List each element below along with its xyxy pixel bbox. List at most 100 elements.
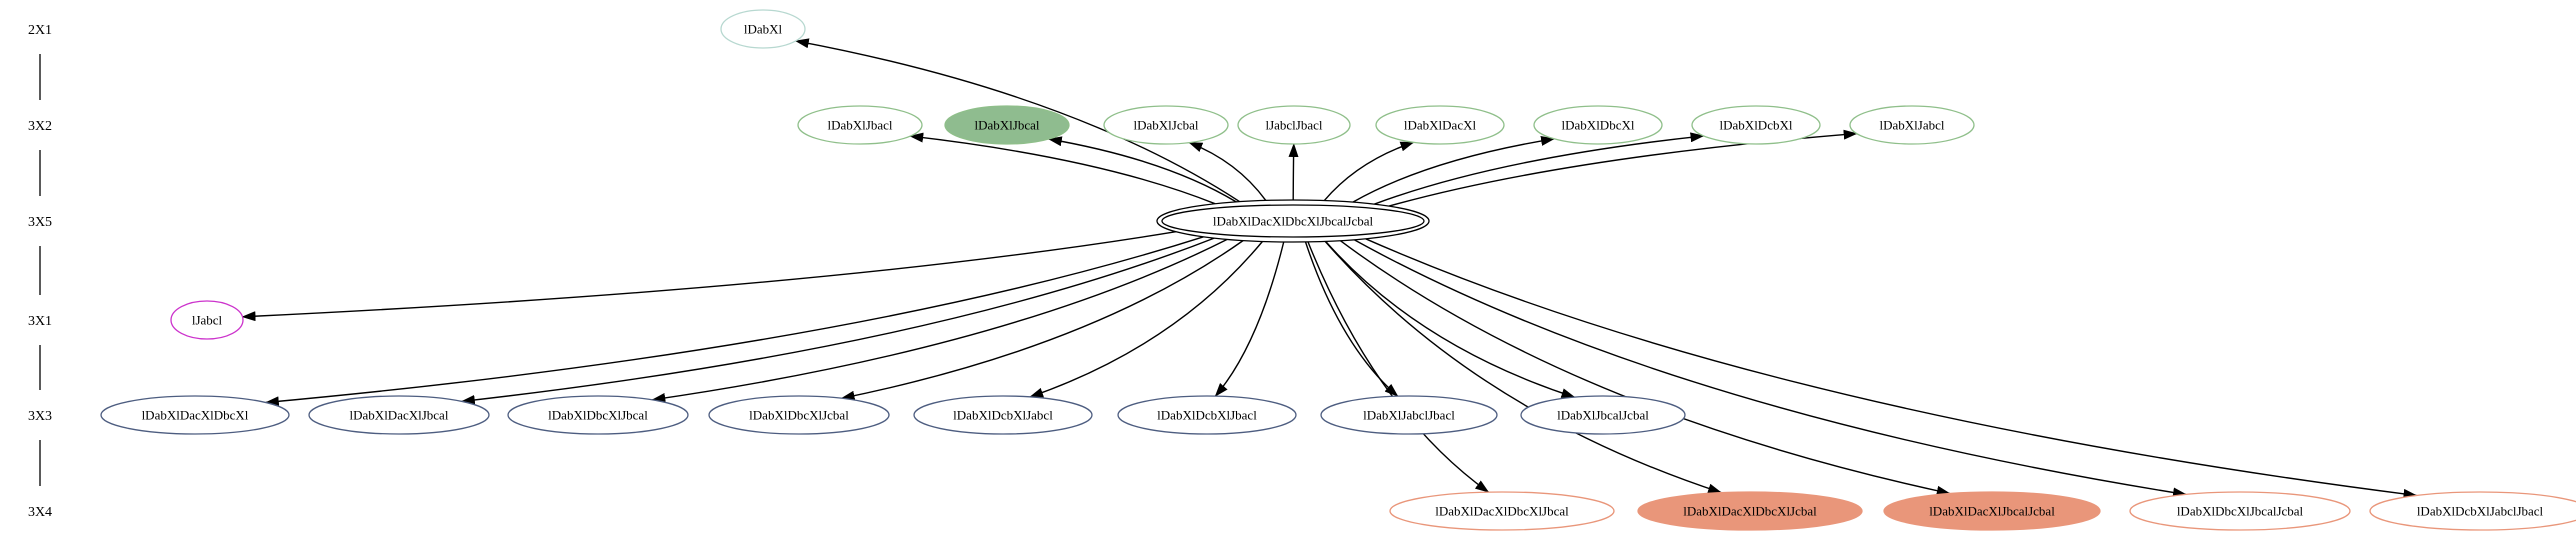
node-label: lDabXlDacXlDbcXlJbcal: [1435, 504, 1569, 519]
edge-n_center-to-n_r1_5: [1352, 135, 1556, 203]
node-shape: [1117, 395, 1297, 435]
node-n_r4_3[interactable]: lDabXlDbcXlJcbal: [708, 395, 890, 435]
node-shape: [1849, 105, 1975, 145]
edge-n_center-to-n_r1_0: [909, 132, 1216, 205]
node-shape: [1389, 491, 1615, 531]
node-n_r3_0[interactable]: lJabcl: [170, 300, 244, 340]
node-shape: [1375, 105, 1505, 145]
edge-n_center-to-n_r1_6: [1373, 132, 1705, 205]
node-shape: [1156, 199, 1430, 243]
node-shape: [944, 105, 1070, 145]
node-n_r1_1[interactable]: lDabXlJbcal: [944, 105, 1070, 145]
edge-n_center-to-n_r4_4: [1029, 241, 1263, 398]
node-n_r1_4[interactable]: lDabXlDacXl: [1375, 105, 1505, 145]
rank-label-3X5: 3X5: [28, 215, 52, 230]
node-n_r1_0[interactable]: lDabXlJbacl: [797, 105, 923, 145]
edge-n_center-to-n_r1_4: [1323, 141, 1415, 202]
node-label: lDabXlDcbXl: [1720, 118, 1793, 133]
node-n_r4_7[interactable]: lDabXlJbcalJcbal: [1520, 395, 1686, 435]
node-n_r1_6[interactable]: lDabXlDcbXl: [1691, 105, 1821, 145]
edge-n_center-to-n_r4_2: [651, 238, 1228, 403]
edge-n_center-to-n_r3_0: [241, 231, 1177, 322]
node-n_r1_5[interactable]: lDabXlDbcXl: [1533, 105, 1663, 145]
node-label: lDabXlDacXl: [1404, 118, 1477, 133]
edge-n_center-to-n_r1_2: [1188, 141, 1267, 201]
node-shape: [1533, 105, 1663, 145]
rank-label-3X3: 3X3: [28, 409, 52, 424]
edge-n_center-to-n_r1_3: [1288, 143, 1299, 201]
node-n_r5_0[interactable]: lDabXlDacXlDbcXlJbcal: [1389, 491, 1615, 531]
edge-n_center-to-n_r4_1: [460, 237, 1215, 405]
node-n_r4_2[interactable]: lDabXlDbcXlJbcal: [507, 395, 689, 435]
node-label: lDabXlJbacl: [828, 118, 893, 133]
node-label: lJabcl: [192, 313, 223, 328]
node-n_r4_6[interactable]: lDabXlJabclJbacl: [1320, 395, 1498, 435]
edge-n_center-to-n_r4_6: [1304, 241, 1399, 397]
node-shape: [720, 9, 806, 49]
node-n_r1_3[interactable]: lJabclJbacl: [1237, 105, 1351, 145]
node-n_r4_0[interactable]: lDabXlDacXlDbcXl: [100, 395, 290, 435]
node-shape: [1883, 491, 2101, 531]
node-label: lDabXlDbcXlJbcal: [548, 408, 648, 423]
node-shape: [913, 395, 1093, 435]
node-shape: [2129, 491, 2351, 531]
node-label: lDabXlDbcXl: [1562, 118, 1635, 133]
node-label: lDabXlDacXlJbcal: [350, 408, 449, 423]
node-n_r4_1[interactable]: lDabXlDacXlJbcal: [308, 395, 490, 435]
node-shape: [1691, 105, 1821, 145]
node-shape-inner: [1161, 204, 1425, 238]
nodes: lDabXl lDabXlJbacl lDabXlJbcal lDabXlJcbal l…: [100, 9, 2576, 531]
node-n_r4_5[interactable]: lDabXlDcbXlJbacl: [1117, 395, 1297, 435]
node-n_r5_4[interactable]: lDabXlDcbXlJabclJbacl: [2369, 491, 2576, 531]
node-label: lJabclJbacl: [1265, 118, 1322, 133]
node-shape: [2369, 491, 2576, 531]
node-label: lDabXlDacXlDbcXl: [142, 408, 249, 423]
rank-label-3X1: 3X1: [28, 314, 52, 329]
edge-n_center-to-n_r5_1: [1324, 240, 1723, 494]
edge-n_center-to-n_r5_4: [1365, 238, 2418, 499]
node-n_r4_4[interactable]: lDabXlDcbXlJabcl: [913, 395, 1093, 435]
node-label: lDabXlJabclJbacl: [1363, 408, 1455, 423]
node-label: lDabXlDacXlDbcXlJbcalJcbal: [1213, 214, 1374, 229]
node-n_top[interactable]: lDabXl: [720, 9, 806, 49]
edge-n_center-to-n_r5_2: [1339, 240, 1951, 496]
node-shape: [1320, 395, 1498, 435]
node-n_r5_1[interactable]: lDabXlDacXlDbcXlJcbal: [1637, 491, 1863, 531]
rank-label-3X2: 3X2: [28, 119, 52, 134]
node-label: lDabXlJcbal: [1134, 118, 1199, 133]
node-n_r1_7[interactable]: lDabXlJabcl: [1849, 105, 1975, 145]
node-shape: [308, 395, 490, 435]
node-shape: [1237, 105, 1351, 145]
node-n_r5_2[interactable]: lDabXlDacXlJbcalJcbal: [1883, 491, 2101, 531]
node-label: lDabXlDbcXlJcbal: [749, 408, 849, 423]
node-label: lDabXlDcbXlJabclJbacl: [2417, 504, 2544, 519]
node-shape: [1103, 105, 1229, 145]
node-shape: [797, 105, 923, 145]
node-shape: [1520, 395, 1686, 435]
rank-label-3X4: 3X4: [28, 505, 52, 520]
node-label: lDabXl: [744, 22, 783, 37]
edge-n_center-to-n_top: [794, 38, 1241, 203]
edge-n_center-to-n_r1_1: [1047, 136, 1237, 203]
node-n_r5_3[interactable]: lDabXlDbcXlJbcalJcbal: [2129, 491, 2351, 531]
rank-axis: 2X1 3X2 3X5 3X1 3X3 3X4: [28, 23, 52, 520]
node-n_r1_2[interactable]: lDabXlJcbal: [1103, 105, 1229, 145]
node-shape: [708, 395, 890, 435]
node-shape: [507, 395, 689, 435]
node-label: lDabXlDacXlJbcalJcbal: [1929, 504, 2055, 519]
node-label: lDabXlJbcal: [975, 118, 1040, 133]
node-label: lDabXlDbcXlJbcalJcbal: [2177, 504, 2304, 519]
node-n_center[interactable]: lDabXlDacXlDbcXlJbcalJcbal: [1156, 199, 1430, 243]
node-label: lDabXlDcbXlJabcl: [953, 408, 1053, 423]
node-label: lDabXlJbcalJcbal: [1557, 408, 1649, 423]
rank-label-2X1: 2X1: [28, 23, 52, 38]
node-shape: [100, 395, 290, 435]
edge-n_center-to-n_r1_7: [1388, 129, 1858, 207]
edge-n_center-to-n_r4_7: [1325, 240, 1576, 398]
edge-n_center-to-n_r4_0: [264, 236, 1204, 407]
edge-n_center-to-n_r5_3: [1353, 239, 2187, 498]
node-label: lDabXlDacXlDbcXlJcbal: [1683, 504, 1817, 519]
edge-n_center-to-n_r4_5: [1214, 241, 1285, 397]
node-label: lDabXlJabcl: [1880, 118, 1945, 133]
